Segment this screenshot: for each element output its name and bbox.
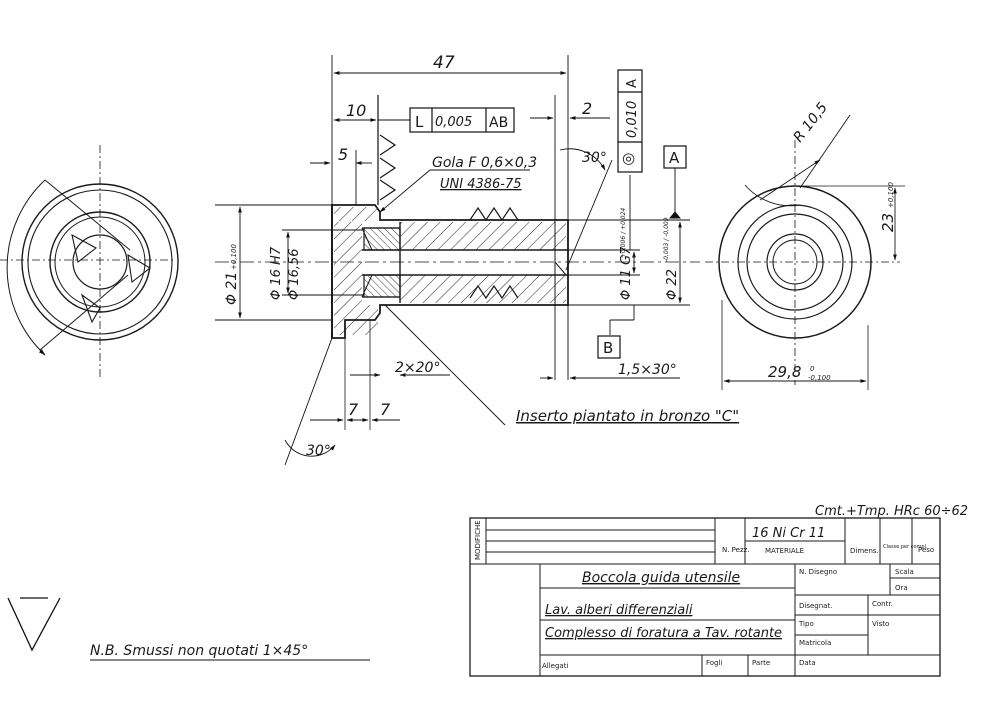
left-end-view [0,145,179,380]
dim-47: 47 [433,53,455,73]
dim-30-bottom: 30° [306,443,331,459]
dim-23: 23 [879,213,897,232]
dim-dia21: Φ 21 [224,272,240,305]
tipo-label: Tipo [798,620,814,628]
flatness-symbol: L [415,113,424,131]
title-block: Cmt.+Tmp. HRc 60÷62 [469,504,968,677]
concentric-datum: A [625,79,640,88]
dimension-labels: 47 10 5 2 30° 7 7 30° 2×20° 1,5×30° R 10… [224,53,897,459]
note-uni: UNI 4386-75 [440,177,522,192]
dim-29-8-tol0: 0 [810,365,815,373]
dim-r10-5: R 10,5 [791,100,832,146]
dim-1-5x30: 1,5×30° [618,362,677,378]
description: Boccola guida utensile [582,570,740,586]
concentric-value: 0,010 [625,101,640,138]
dim-7a: 7 [348,400,359,419]
flatness-frame: L 0,005 AB [409,107,515,133]
note-gola: Gola F 0,6×0,3 [432,155,537,171]
concentricity-frame: A 0,010 ◎ [617,69,643,173]
n-disegno-label: N. Disegno [799,568,837,576]
scala-label: Scala [895,568,914,576]
disegnatore-label: Disegnat. [799,602,832,610]
datum-b-label: B [603,339,613,357]
dim-dia16h7: Φ 16 H7 [269,246,284,300]
n-pezzi-label: N. Pezz. [722,546,750,554]
ora-label: Ora [895,584,908,592]
dim-dia16-56: Φ 16,56 [287,248,302,300]
title-block-text: MODIFICHE 16 Ni Cr 11 MATERIALE N. Pezz.… [474,520,934,670]
modifiche-label: MODIFICHE [474,520,482,560]
matricola-label: Matricola [799,639,831,647]
line2: Lav. alberi differenziali [545,603,693,618]
dim-29-8: 29,8 [768,363,801,381]
dim-29-8-tol: -0,100 [808,374,831,382]
datum-a-label: A [669,149,680,167]
concentric-symbol: ◎ [622,149,635,167]
visto-label: Visto [872,620,889,628]
dim-dia21-tol: +0,100 [230,244,238,270]
material: 16 Ni Cr 11 [752,526,825,541]
notes: Gola F 0,6×0,3 UNI 4386-75 Inserto piant… [90,155,739,661]
dimensions-label: Dimens. [850,547,879,555]
dim-dia11-tol: +0,006 / +0,024 [620,208,627,258]
flatness-value: 0,005 [435,115,472,130]
dim-2x20: 2×20° [395,360,440,376]
dim-23-tol: +0,100 [887,182,895,208]
right-end-view [705,114,905,390]
controllo-label: Contr. [872,600,893,608]
dimension-lines [215,55,690,466]
datum-b-box: B [597,335,621,359]
material-label: MATERIALE [765,547,804,555]
dim-10: 10 [346,101,366,120]
line3: Complesso di foratura a Tav. rotante [545,626,782,641]
dim-dia11g7: Φ 11 G7 [619,246,634,300]
dim-7b: 7 [380,400,391,419]
dim-dia22: Φ 22 [665,269,680,300]
data-label: Data [799,659,816,667]
allegati-label: Allegati [542,662,568,670]
dim-30-top: 30° [582,150,607,166]
heat-treatment: Cmt.+Tmp. HRc 60÷62 [815,504,968,519]
surface-finish-symbols [377,95,397,205]
class-label: Classe per compl. [883,544,928,550]
dim-2: 2 [582,99,592,118]
foglio-label: Fogli [706,659,722,667]
parte-label: Parte [752,659,770,667]
peso-label: Peso [918,546,934,554]
datum-a-box: A [663,145,687,169]
section-view [215,204,700,430]
dim-5: 5 [338,145,348,164]
note-inserto: Inserto piantato in bronzo "C" [516,407,739,425]
note-nb: N.B. Smussi non quotati 1×45° [90,643,308,659]
surface-finish-icon [7,597,61,652]
flatness-datums: AB [489,115,508,131]
dim-dia22-tol: -0,003 / -0,009 [663,217,670,262]
